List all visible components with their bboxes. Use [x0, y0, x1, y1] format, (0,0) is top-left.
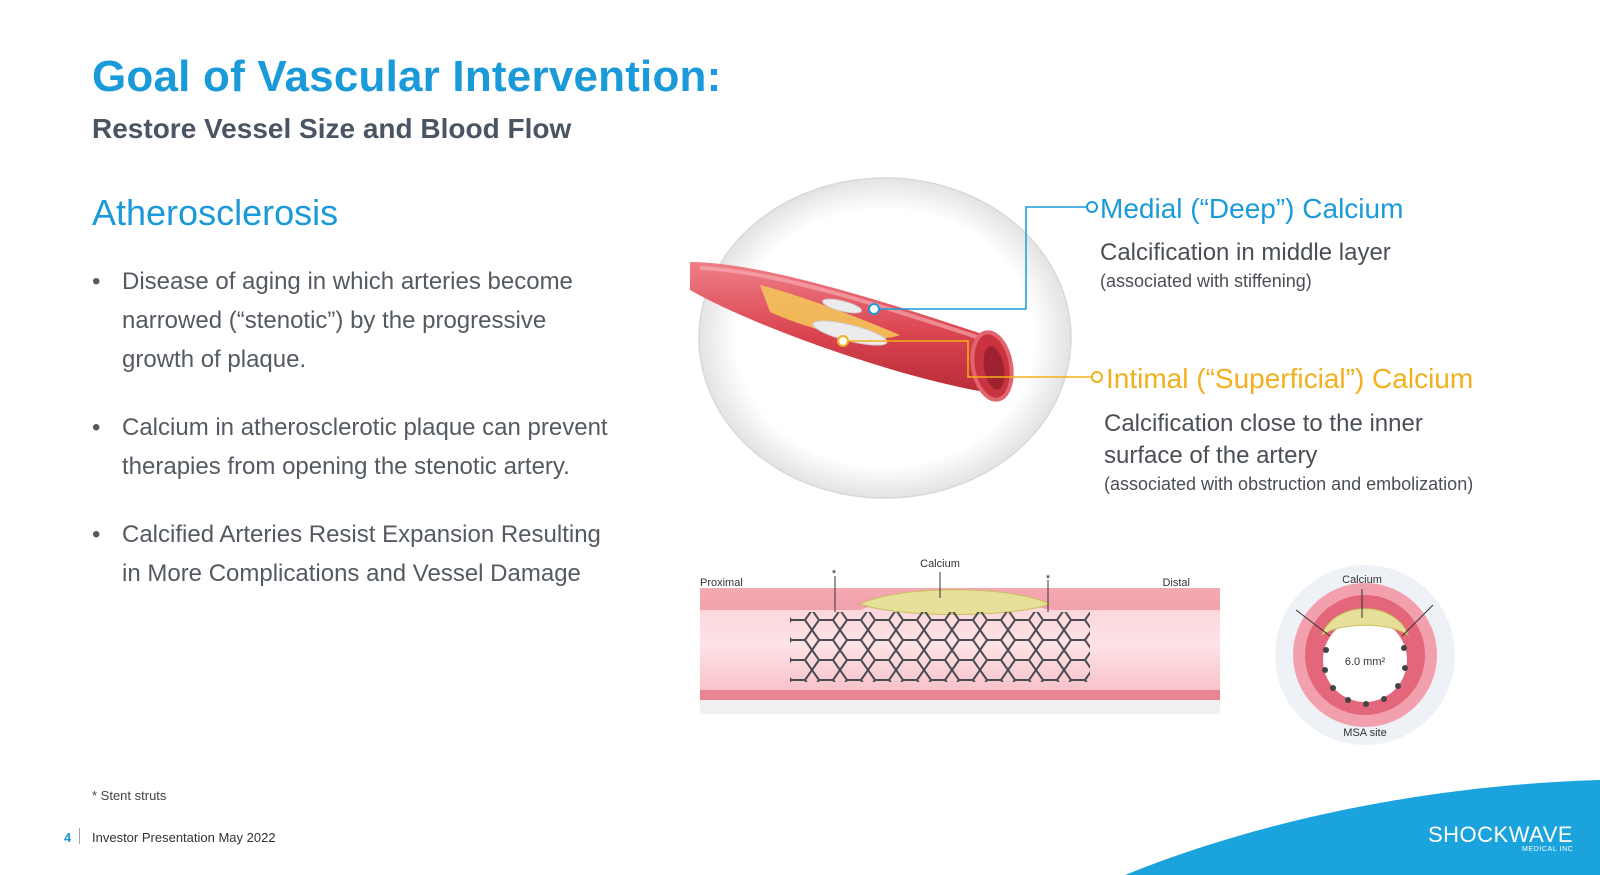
footer-text: Investor Presentation May 2022 [92, 830, 276, 845]
shockwave-logo: SHOCKWAVE [1428, 822, 1574, 847]
bullet-text: Disease of aging in which arteries becom… [122, 268, 573, 373]
bullet-item: • Calcium in atherosclerotic plaque can p… [92, 408, 612, 486]
slide-title: Goal of Vascular Intervention: [92, 52, 722, 101]
bullet-dot-icon: • [92, 414, 101, 441]
cross-section-calcium [1320, 608, 1410, 637]
bullet-dot-icon: • [92, 268, 101, 295]
strut-asterisk: * [1046, 573, 1051, 585]
medial-note: (associated with stiffening) [1100, 271, 1312, 291]
intimal-callout-line [843, 340, 1092, 378]
intimal-note: (associated with obstruction and emboliz… [1104, 474, 1474, 494]
bullet-item: • Calcified Arteries Resist Expansion Res… [92, 515, 612, 593]
calcium-label: Calcium [920, 558, 960, 570]
cross-section-lumen [1323, 618, 1407, 702]
shockwave-logo-sub: MEDICAL INC [1522, 846, 1574, 853]
intimal-heading: Intimal (“Superficial”) Calcium [1106, 363, 1474, 394]
proximal-label: Proximal [700, 577, 743, 589]
area-label: 6.0 mm² [1345, 656, 1386, 668]
slide-subtitle: Restore Vessel Size and Blood Flow [92, 113, 572, 144]
bullet-dot-icon: • [92, 521, 101, 548]
medial-heading: Medial (“Deep”) Calcium [1100, 193, 1404, 224]
distal-label: Distal [1162, 577, 1190, 589]
plaque [760, 285, 900, 339]
strut-dots [1322, 645, 1408, 707]
page-separator [79, 828, 80, 844]
bullet-text: Calcified Arteries Resist Expansion Resu… [122, 521, 601, 587]
page-number: 4 [64, 830, 72, 845]
cross-calcium-label: Calcium [1342, 574, 1382, 586]
strut-asterisk: * [832, 568, 837, 580]
stent-struts [790, 612, 1090, 682]
bullet-item: • Disease of aging in which arteries beco… [92, 262, 612, 379]
medial-callout-line [874, 206, 1086, 310]
intimal-callout-dot [837, 335, 849, 347]
intimal-body-line2: surface of the artery [1104, 442, 1318, 469]
medial-callout-dot [868, 303, 880, 315]
bullet-list: • Disease of aging in which arteries beco… [92, 262, 612, 622]
intimal-body-line1: Calcification close to the inner [1104, 410, 1423, 437]
section-title: Atherosclerosis [92, 192, 339, 233]
msa-site-label: MSA site [1343, 727, 1386, 739]
bullet-text: Calcium in atherosclerotic plaque can pr… [122, 414, 608, 480]
medial-body: Calcification in middle layer [1100, 239, 1391, 266]
footnote: * Stent struts [92, 788, 167, 803]
